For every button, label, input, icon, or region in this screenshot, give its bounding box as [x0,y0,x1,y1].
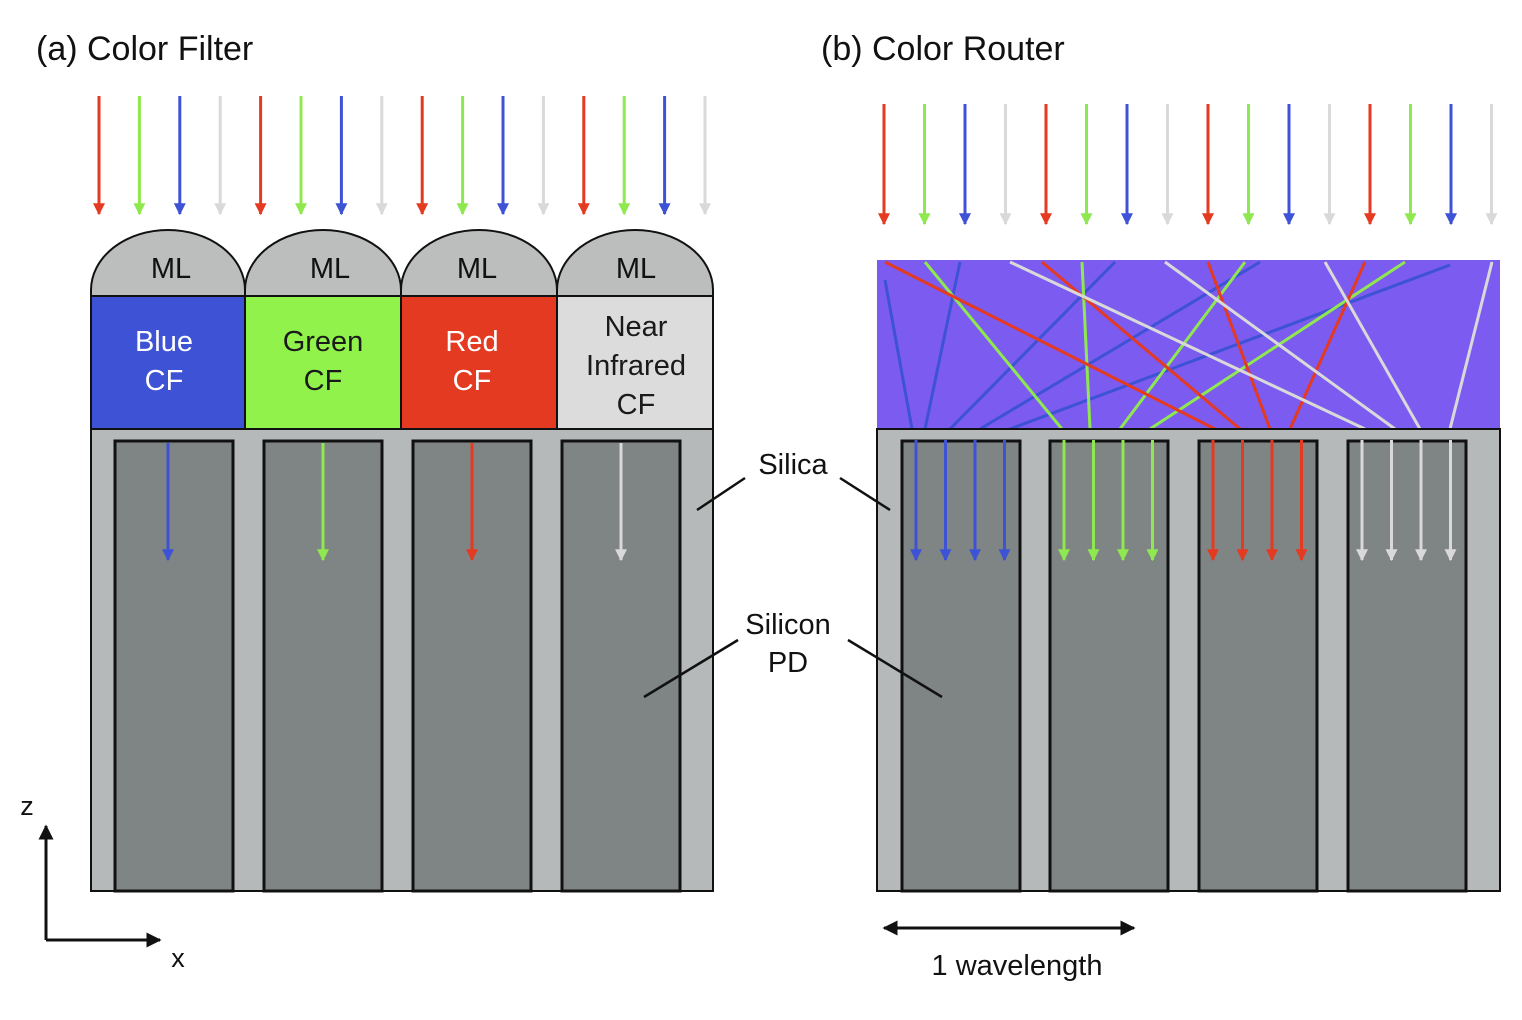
panel-color-filter: (a) Color Filter ML ML ML ML Blue CF Gre… [20,30,714,973]
z-axis-label: z [20,791,34,821]
blue-routed-ray [948,260,1117,431]
panel-b-title: (b) Color Router [821,30,1065,68]
nir-filter [556,295,714,430]
green-routed-ray [1080,261,1092,430]
red-routed-ray [1206,261,1272,430]
green-filter-label: CF [304,365,343,397]
blue-routed-ray [1009,263,1451,431]
microlens [556,229,714,297]
blue-filter-label: CF [145,365,184,397]
microlens-label: ML [616,253,656,285]
incident-light-arrows-b [878,104,1498,226]
red-filter-label: Red [445,326,498,358]
panel-color-router: (b) Color Router 1 wavelength [821,30,1501,982]
microlens [244,229,402,297]
microlens-row: ML ML ML ML [90,229,714,297]
green-routed-ray [1118,261,1247,430]
green-filter-label: Green [283,326,364,358]
blue-filter [90,295,246,430]
microlens [90,229,246,297]
silica-label: Silica [758,449,828,481]
red-routed-ray [884,260,1216,431]
red-filter-label: CF [453,365,492,397]
red-filter [400,295,558,430]
material-callouts: Silica Silicon PD [643,449,943,699]
incident-light-arrows-a [93,96,711,216]
silicon-pd-label: PD [768,647,808,679]
green-filter [244,295,402,430]
nir-routed-ray [1323,261,1422,430]
color-filter-row: Blue CF Green CF Red CF Near Infrared CF [90,295,714,430]
photodiode-a [113,439,235,893]
router-ray-paths [883,260,1494,431]
microlens-label: ML [310,253,350,285]
wavelength-scale-label: 1 wavelength [932,950,1103,982]
microlens [400,229,558,297]
nir-filter-label: Infrared [586,350,686,382]
red-routed-ray [1041,260,1241,431]
routed-light-arrows [910,440,1457,562]
nir-routed-ray [1448,261,1494,430]
silicon-pd-leader-b [847,638,943,699]
nir-filter-label: Near [605,311,668,343]
nir-routed-ray [1009,260,1366,431]
microlens-label: ML [457,253,497,285]
photodiode-b [1048,439,1170,893]
nir-routed-ray [1164,260,1396,431]
green-routed-ray [923,261,1064,430]
silicon-pd-label: Silicon [745,609,830,641]
blue-routed-ray [923,261,962,430]
panel-a-title: (a) Color Filter [36,30,253,68]
photodiode-b [900,439,1022,893]
photodiode-b [1197,439,1319,893]
silica-leader-a [696,476,746,512]
silica-leader-b [839,476,891,512]
microlens-label: ML [151,253,191,285]
photodiode-b [1346,439,1468,893]
coordinate-axes: z x [20,791,185,973]
silicon-pd-leader-a [643,638,739,699]
x-axis-label: x [171,943,185,973]
blue-routed-ray [979,260,1261,431]
blue-filter-label: Blue [135,326,193,358]
nir-filter-label: CF [617,389,656,421]
blue-routed-ray [883,279,914,430]
